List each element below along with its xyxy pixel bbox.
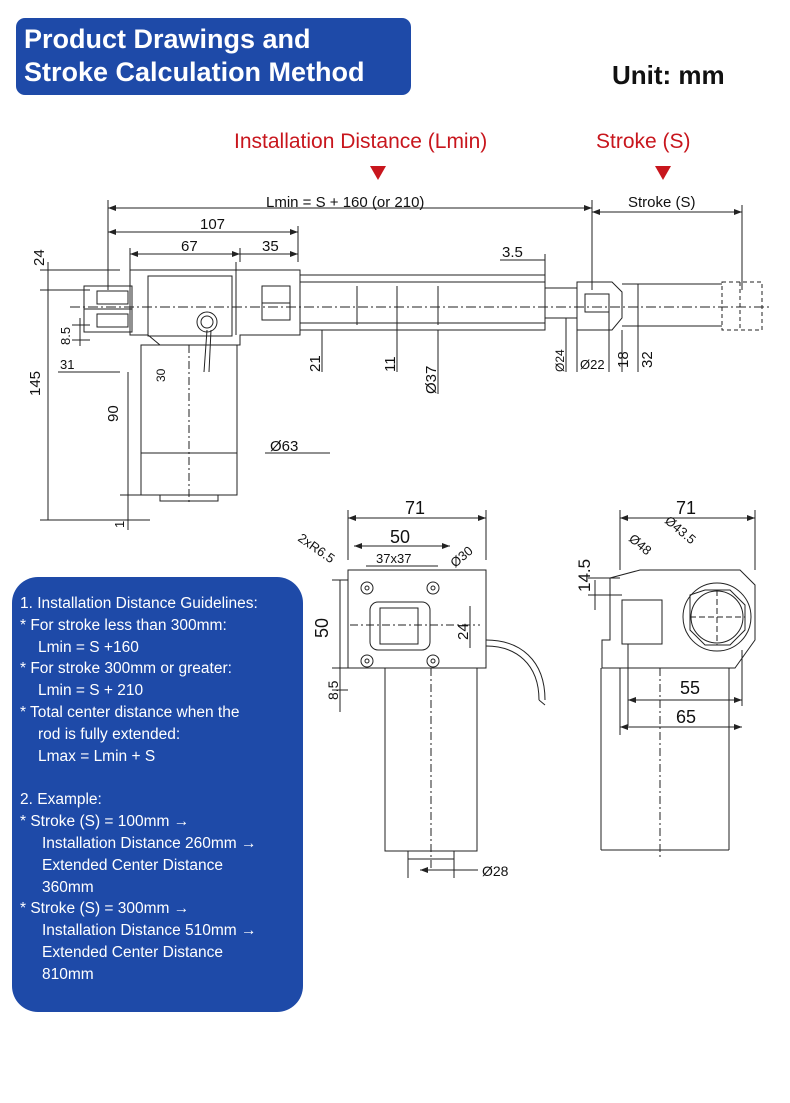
dim-1: 1	[112, 521, 127, 528]
notes-line: * For stroke 300mm or greater:	[20, 660, 232, 678]
dim-63: Ø63	[270, 438, 298, 455]
notes-line: Lmin = S + 210	[38, 682, 144, 700]
dim-11: 11	[382, 356, 399, 372]
installation-arrow-icon	[370, 166, 386, 180]
dim-18: 18	[615, 351, 632, 368]
notes-line: Extended Center Distance	[42, 856, 223, 874]
dim-90: 90	[105, 405, 122, 422]
side-dim-55: 55	[680, 678, 700, 698]
notes-line: Lmax = Lmin + S	[38, 747, 156, 765]
dim-67: 67	[181, 238, 198, 255]
front-dim-37x37: 37x37	[376, 551, 411, 566]
dim-21: 21	[307, 355, 324, 372]
lmin-formula-label: Lmin = S + 160 (or 210)	[266, 194, 424, 211]
dim-3-5: 3.5	[502, 244, 523, 261]
stroke-dim-label: Stroke (S)	[628, 194, 696, 211]
notes-line: Extended Center Distance	[42, 943, 223, 961]
notes-line: Installation Distance 510mm →	[42, 922, 257, 940]
dim-8-5-left: 8.5	[58, 327, 73, 345]
dim-145: 145	[27, 371, 44, 396]
dim-37: Ø37	[423, 366, 440, 394]
dim-22: Ø22	[580, 357, 605, 372]
dim-24-left: 24	[31, 249, 48, 266]
dim-24-dia: Ø24	[553, 349, 567, 372]
installation-distance-callout: Installation Distance (Lmin)	[234, 130, 488, 153]
notes-line: Lmin = S +160	[38, 638, 139, 656]
notes-section1-title: 1. Installation Distance Guidelines:	[20, 595, 258, 612]
notes-section2-title: 2. Example:	[20, 791, 102, 809]
notes-line: 810mm	[42, 965, 94, 983]
side-dim-48: Ø48	[626, 531, 654, 558]
title-banner: Product Drawings and Stroke Calculation …	[16, 18, 411, 95]
title-line-1: Product Drawings and	[24, 24, 311, 54]
side-dim-65: 65	[676, 707, 696, 727]
notes-line: * For stroke less than 300mm:	[20, 616, 227, 634]
front-dim-30: Ø30	[447, 543, 475, 570]
front-dim-24: 24	[455, 623, 472, 640]
dim-31: 31	[60, 357, 74, 372]
dim-32: 32	[639, 351, 656, 368]
side-dim-14-5: 14.5	[575, 559, 594, 592]
front-dim-2xr6-5: 2xR6.5	[295, 530, 337, 566]
notes-line: 360mm	[42, 878, 94, 896]
front-dim-50-top: 50	[390, 527, 410, 547]
dim-107: 107	[200, 216, 225, 233]
front-dim-71: 71	[405, 498, 425, 518]
dim-30: 30	[154, 368, 168, 382]
notes-panel: 1. Installation Distance Guidelines: * F…	[12, 577, 303, 1012]
side-dim-71: 71	[676, 498, 696, 518]
front-dim-8-5: 8.5	[325, 680, 341, 700]
stroke-arrow-icon	[655, 166, 671, 180]
notes-line: * Stroke (S) = 300mm →	[20, 900, 190, 918]
notes-line: Installation Distance 260mm →	[42, 834, 257, 852]
title-line-2: Stroke Calculation Method	[24, 57, 365, 87]
unit-label: Unit: mm	[612, 60, 725, 90]
stroke-callout: Stroke (S)	[596, 130, 691, 153]
front-dim-50-side: 50	[312, 618, 332, 638]
dim-35: 35	[262, 238, 279, 255]
notes-line: * Total center distance when the	[20, 703, 240, 721]
front-dim-28: Ø28	[482, 863, 509, 879]
notes-line: * Stroke (S) = 100mm →	[20, 813, 190, 831]
notes-line: rod is fully extended:	[38, 725, 181, 743]
